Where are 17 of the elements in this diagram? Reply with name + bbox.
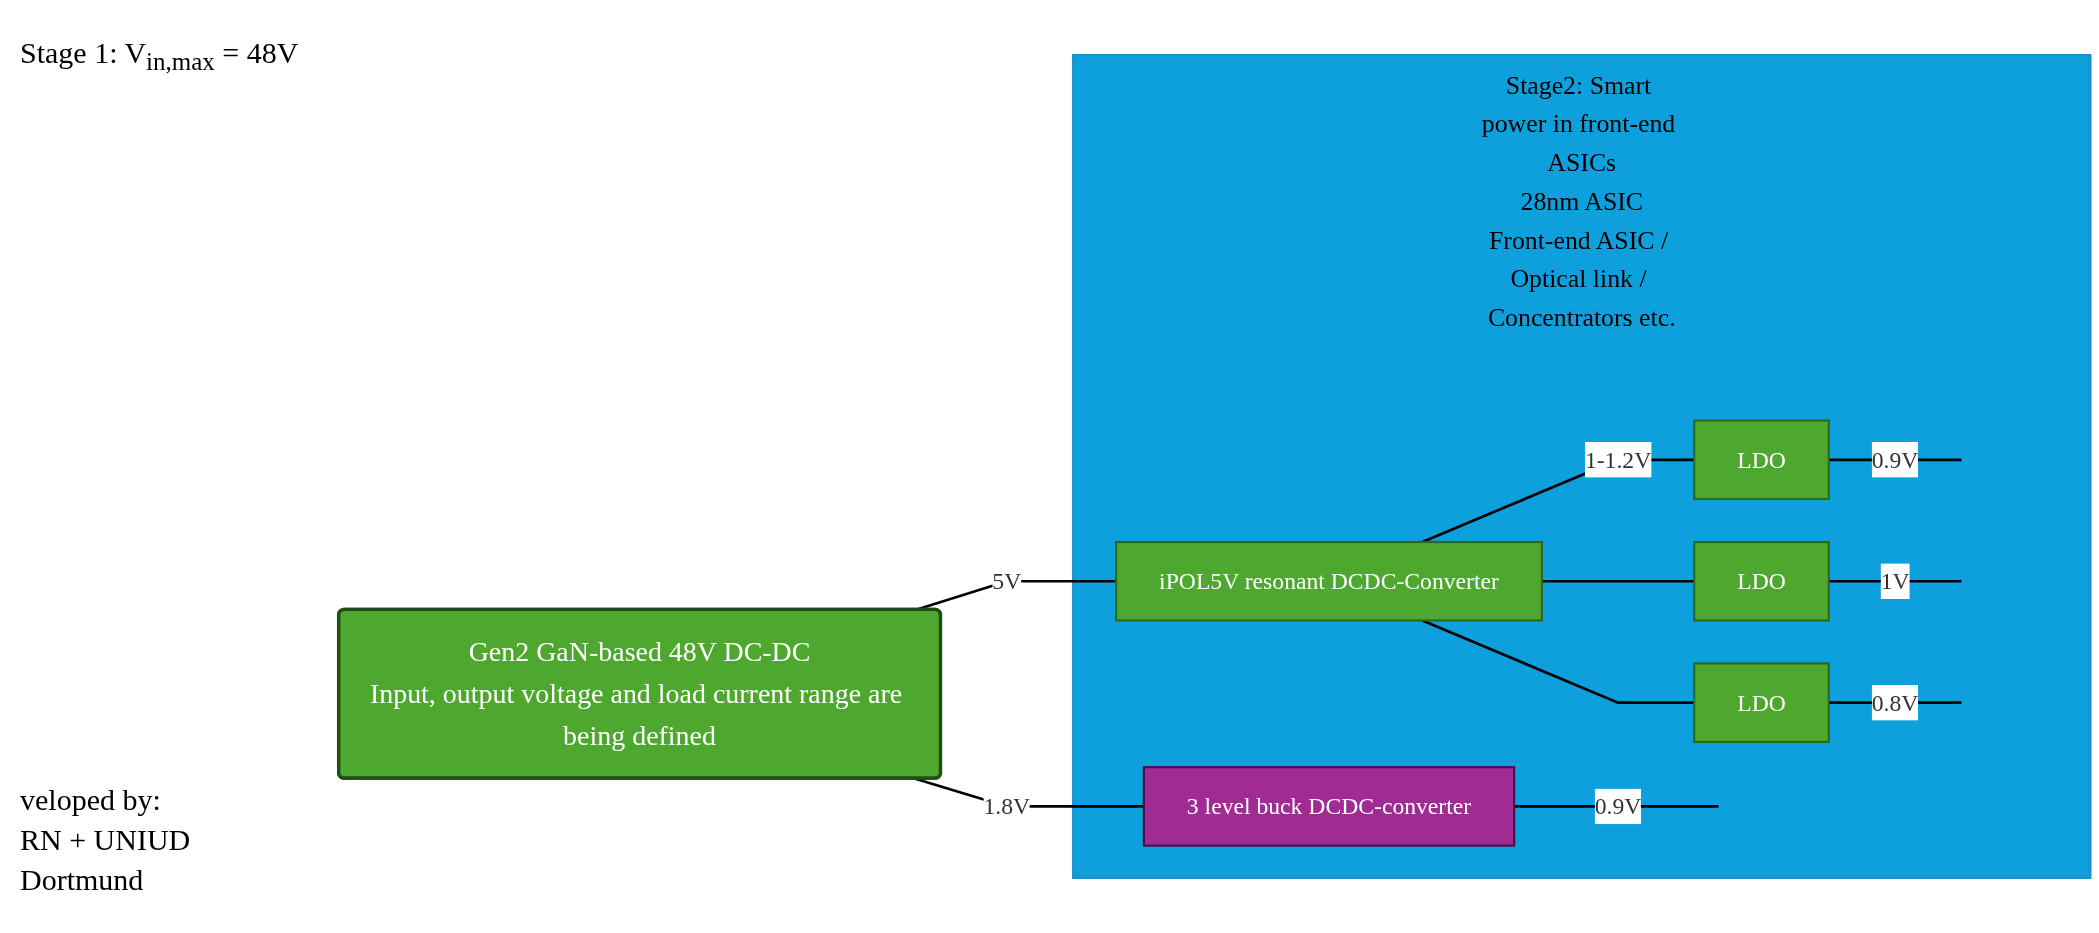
node-box: LDO xyxy=(1693,662,1830,743)
stage-heading: Stage 1: V$_{in,max}$ = 48V xyxy=(20,36,300,76)
note-text: veloped by: xyxy=(20,783,162,817)
connector xyxy=(1541,579,1695,583)
edge-label: 1-1.2V xyxy=(1584,446,1652,474)
node-box: 3 level buck DCDC-converter xyxy=(1142,766,1516,847)
edge-label: 1V xyxy=(1880,567,1910,595)
edge-label: 0.8V xyxy=(1871,689,1919,717)
node-box: LDO xyxy=(1693,540,1830,622)
node-box: LDO xyxy=(1693,419,1830,501)
edge-label: 0.9V xyxy=(1594,792,1642,820)
note-text: RN + UNIUD xyxy=(20,823,192,857)
edge-label: 1.8V xyxy=(983,792,1031,820)
node-box: iPOL5V resonant DCDC-Converter xyxy=(1115,540,1543,622)
edge-label: 0.9V xyxy=(1871,446,1919,474)
note-text: Dortmund xyxy=(20,863,145,897)
edge-label: 5V xyxy=(992,567,1022,595)
